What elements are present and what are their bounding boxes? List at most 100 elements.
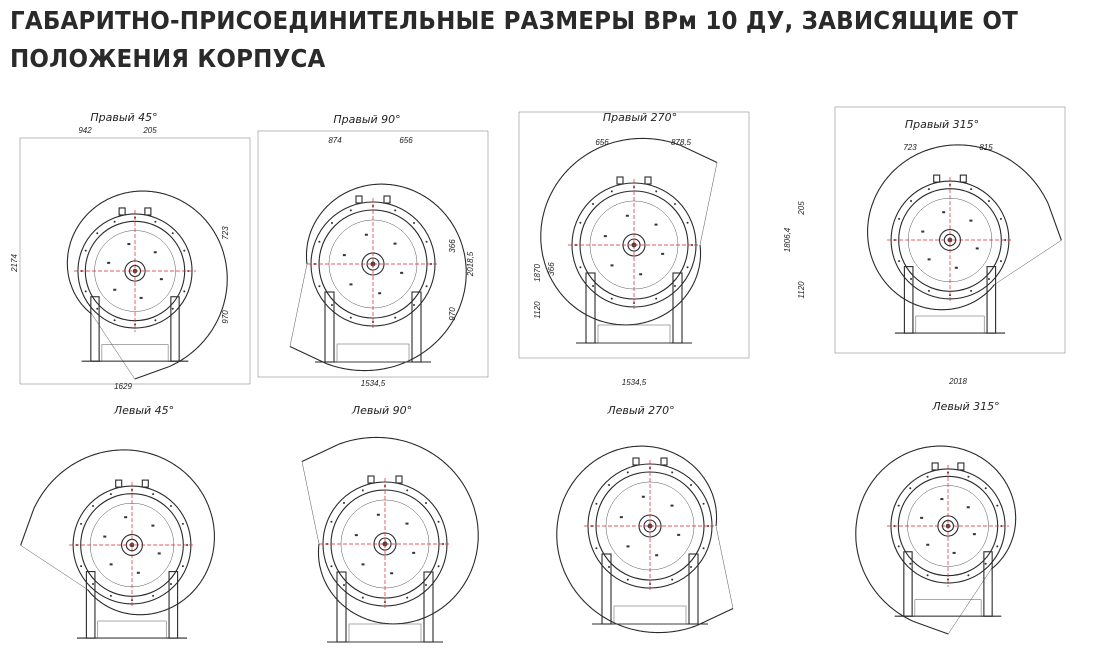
casing-outline bbox=[305, 183, 467, 372]
view-caption: Правый 90° bbox=[333, 113, 400, 126]
bolt-hole bbox=[84, 249, 87, 252]
frame-leg-right bbox=[688, 553, 699, 625]
bolt-hole bbox=[897, 545, 900, 548]
outlet-flange bbox=[913, 621, 949, 635]
view-caption: Правый 270° bbox=[603, 111, 677, 124]
casing-outline bbox=[855, 445, 1017, 623]
view-caption: Левый 315° bbox=[931, 400, 999, 413]
outlet-flange bbox=[696, 608, 734, 627]
bolt-hole bbox=[671, 578, 674, 581]
bolt-hole bbox=[80, 522, 83, 525]
scroll-casing bbox=[289, 183, 467, 372]
bolt-hole bbox=[183, 249, 186, 252]
bolt-hole bbox=[406, 596, 409, 599]
outlet-flange bbox=[134, 366, 170, 380]
bolt-hole bbox=[92, 582, 95, 585]
dimension-label: 2174 bbox=[10, 254, 19, 273]
motor-base bbox=[915, 315, 985, 334]
casing-outline bbox=[66, 190, 228, 368]
rivet bbox=[103, 535, 107, 538]
bolt-hole bbox=[330, 304, 333, 307]
bolt-hole bbox=[330, 565, 333, 568]
frame-leg-right bbox=[986, 266, 997, 334]
dimension-label: 656 bbox=[595, 138, 609, 147]
motor-base bbox=[336, 343, 410, 363]
dimension-label: 1629 bbox=[114, 382, 132, 391]
casing-outline bbox=[32, 449, 215, 616]
dimension-frame bbox=[257, 130, 489, 378]
lifting-eye bbox=[383, 195, 391, 204]
bolt-hole bbox=[671, 471, 674, 474]
bolt-hole bbox=[999, 217, 1002, 220]
rivet bbox=[626, 545, 630, 548]
lifting-eye bbox=[931, 462, 939, 471]
rivet bbox=[655, 554, 659, 557]
dimension-frame bbox=[518, 111, 750, 359]
view-caption: Левый 45° bbox=[113, 404, 174, 417]
lifting-eye bbox=[644, 176, 652, 185]
scroll-casing bbox=[20, 449, 215, 616]
page-title: ГАБАРИТНО-ПРИСОЕДИНИТЕЛЬНЫЕ РАЗМЕРЫ ВРм … bbox=[10, 2, 1018, 78]
bolt-hole bbox=[591, 285, 594, 288]
bolt-hole bbox=[984, 562, 987, 565]
frame-leg-left bbox=[90, 296, 100, 362]
bolt-hole bbox=[330, 520, 333, 523]
dimension-label: 656 bbox=[399, 136, 413, 145]
casing-outline bbox=[556, 445, 718, 634]
dimension-label: 970 bbox=[448, 307, 457, 321]
rivet bbox=[677, 533, 681, 536]
bolt-hole bbox=[109, 493, 112, 496]
bolt-hole bbox=[92, 505, 95, 508]
bolt-hole bbox=[579, 266, 582, 269]
bolt-hole bbox=[394, 316, 397, 319]
bolt-hole bbox=[437, 520, 440, 523]
motor-base bbox=[348, 623, 422, 643]
bolt-hole bbox=[909, 487, 912, 490]
rivet bbox=[940, 498, 944, 501]
frame-leg-left bbox=[85, 571, 96, 639]
outlet-flange bbox=[680, 144, 718, 163]
frame-leg-right bbox=[423, 571, 434, 643]
outlet-edge bbox=[715, 525, 734, 609]
rivet bbox=[920, 516, 924, 519]
support-frame bbox=[576, 272, 692, 344]
motor-base bbox=[97, 620, 167, 639]
lifting-eye bbox=[141, 479, 149, 488]
rivet bbox=[654, 223, 658, 226]
outlet-edge bbox=[20, 545, 88, 590]
bolt-hole bbox=[999, 260, 1002, 263]
lifting-eye bbox=[959, 174, 967, 183]
frame-leg-left bbox=[324, 291, 335, 363]
bolt-hole bbox=[674, 285, 677, 288]
outlet-flange bbox=[301, 443, 339, 462]
frame-leg-right bbox=[411, 291, 422, 363]
lifting-eye bbox=[933, 174, 941, 183]
bolt-hole bbox=[109, 594, 112, 597]
dimension-label: 723 bbox=[221, 226, 230, 240]
rivet bbox=[661, 252, 665, 255]
dimension-label: 2018,5 bbox=[466, 251, 475, 277]
dimension-frame bbox=[834, 106, 1066, 354]
view-caption: Левый 90° bbox=[351, 404, 412, 417]
bolt-hole bbox=[96, 307, 99, 310]
scroll-casing bbox=[540, 137, 718, 326]
bolt-hole bbox=[80, 565, 83, 568]
rivet bbox=[393, 242, 397, 245]
frame-leg-left bbox=[585, 272, 596, 344]
bolt-hole bbox=[690, 566, 693, 569]
bolt-hole bbox=[406, 489, 409, 492]
bolt-hole bbox=[330, 221, 333, 224]
bolt-hole bbox=[425, 240, 428, 243]
support-frame bbox=[315, 291, 431, 363]
outlet-edge bbox=[301, 461, 320, 545]
dimension-label: 205 bbox=[797, 201, 806, 216]
rivet bbox=[610, 264, 614, 267]
bolt-hole bbox=[318, 285, 321, 288]
bolt-hole bbox=[342, 584, 345, 587]
